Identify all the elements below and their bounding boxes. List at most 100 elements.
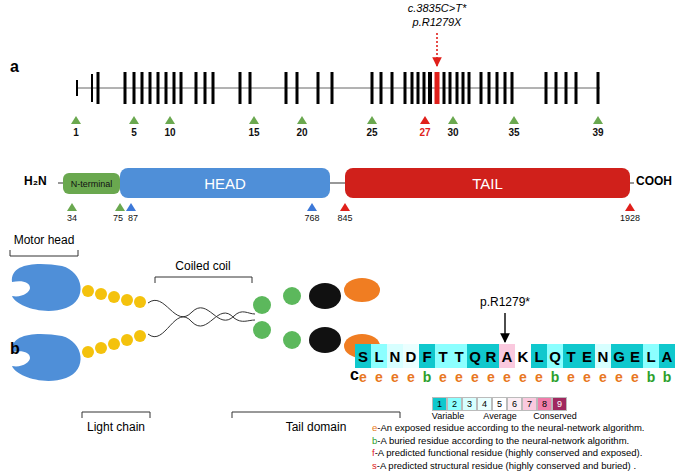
terminus-label: H₂N <box>24 175 47 189</box>
exon-number: 30 <box>447 127 458 139</box>
residue-cell: E <box>627 344 643 368</box>
panel-letter: c <box>350 366 359 384</box>
exon-bar <box>173 72 176 104</box>
residue-number: 768 <box>304 213 319 223</box>
exposure-letter: e <box>631 369 639 385</box>
exon-bar <box>91 74 93 102</box>
exposure-letter: e <box>455 369 463 385</box>
exon-bar <box>157 72 160 104</box>
residue-cell: L <box>531 344 547 368</box>
node-text: N <box>390 348 401 365</box>
bracket <box>232 412 400 418</box>
residue-cell: D <box>403 344 419 368</box>
mutation-label: p.R1279* <box>480 296 530 310</box>
scale-label: Average <box>483 411 516 421</box>
exposure-letter: e <box>359 369 367 385</box>
exon-bar <box>504 72 507 104</box>
node-text: HEAD <box>204 175 246 192</box>
node-text: F <box>422 348 431 365</box>
exon-bar <box>449 72 452 104</box>
part-label: Tail domain <box>286 421 347 435</box>
exon-bar <box>239 72 242 104</box>
node-text: 1 <box>437 399 442 409</box>
conservation-cell: 2 <box>447 397 462 411</box>
exon-bar <box>468 72 471 104</box>
exon-number: 5 <box>131 127 137 139</box>
residue-cell: L <box>643 344 659 368</box>
scale-label: Variable <box>432 411 464 421</box>
exon-bar <box>165 72 168 104</box>
exon-bar <box>511 72 514 104</box>
exon-bar <box>285 72 288 104</box>
exon-bar <box>331 72 334 104</box>
node-text: L <box>534 348 543 365</box>
domain-box: TAIL <box>345 168 630 198</box>
light-chain-beads <box>82 285 146 358</box>
motor-head <box>12 334 81 381</box>
residue-number: 75 <box>113 213 123 223</box>
exon-bar <box>488 72 491 104</box>
residue-number: 34 <box>67 213 77 223</box>
residue-cell: Q <box>467 344 483 368</box>
node-text: 3 <box>467 399 472 409</box>
residue-cell: T <box>563 344 579 368</box>
exon-bar <box>124 72 127 104</box>
node-text: T <box>454 348 463 365</box>
legend-note: f-A predicted functional residue (highly… <box>372 448 642 459</box>
node-text: Q <box>549 348 561 365</box>
node-text: K <box>518 348 529 365</box>
exon-bar <box>545 72 548 104</box>
residue-cell: R <box>483 344 499 368</box>
position-arrow <box>504 313 505 342</box>
node-text: S <box>358 348 368 365</box>
exon-bar <box>480 72 483 104</box>
exon-bar <box>417 72 420 104</box>
node-text: E <box>630 348 640 365</box>
node-text: 6 <box>512 399 517 409</box>
residue-cell: E <box>579 344 595 368</box>
residue-cell: S <box>355 344 371 368</box>
exon-bar <box>391 72 394 104</box>
exon-bar <box>597 72 600 104</box>
exon-bar <box>404 72 407 104</box>
mutation-arrow <box>436 33 438 66</box>
node-text: L <box>374 348 383 365</box>
exon-bar <box>97 72 100 104</box>
exon-bar <box>456 72 459 104</box>
motor-head <box>12 264 81 311</box>
exon-number: 15 <box>248 127 259 139</box>
terminus-label: COOH <box>636 175 672 189</box>
exon-bar <box>180 72 183 104</box>
exon-bar <box>435 72 440 104</box>
residue-number: 1928 <box>620 213 640 223</box>
node-text: D <box>406 348 417 365</box>
domain-markers <box>67 203 635 211</box>
part-label: Coiled coil <box>175 260 230 274</box>
legend-note: s-A predicted structural residue (highly… <box>372 461 636 472</box>
mutation-label: p.R1279X <box>413 16 462 29</box>
conservation-cell: 3 <box>462 397 477 411</box>
legend-note: e-An exposed residue according to the ne… <box>372 423 645 434</box>
exposure-letter: e <box>439 369 447 385</box>
exposure-letter: b <box>551 369 560 385</box>
exposure-letter: e <box>407 369 415 385</box>
exposure-letter: e <box>391 369 399 385</box>
residue-cell: A <box>659 344 675 368</box>
exon-number: 35 <box>508 127 519 139</box>
exon-bar <box>317 72 320 104</box>
node-text: N <box>598 348 609 365</box>
exposure-letter: e <box>535 369 543 385</box>
node-text: E <box>582 348 592 365</box>
residue-number: 87 <box>128 213 138 223</box>
exon-bar <box>462 72 465 104</box>
exon-number: 39 <box>592 127 603 139</box>
exon-markers <box>71 116 603 124</box>
exon-bar <box>555 72 558 104</box>
part-label: Light chain <box>87 421 145 435</box>
exposure-letter: e <box>375 369 383 385</box>
exon-bar <box>195 72 198 104</box>
coiled-coil <box>148 300 255 320</box>
exon-number: 1 <box>73 127 79 139</box>
exposure-letter: e <box>471 369 479 385</box>
